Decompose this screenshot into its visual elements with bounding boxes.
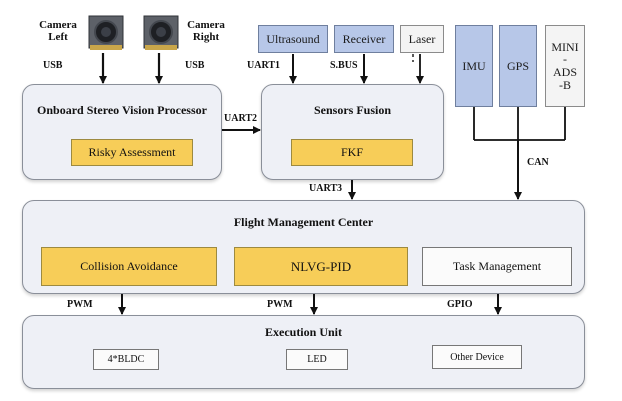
flight-management-panel: Flight Management Center Collision Avoid… bbox=[22, 200, 585, 294]
mini-ads-b-sensor: MINI - ADS -B bbox=[545, 25, 585, 107]
imu-sensor: IMU bbox=[455, 25, 493, 107]
other-device-box: Other Device bbox=[432, 345, 522, 369]
camera-right-module bbox=[143, 12, 179, 52]
usb-right-label: USB bbox=[185, 60, 205, 71]
usb-left-label: USB bbox=[43, 60, 63, 71]
gpio-label: GPIO bbox=[447, 299, 473, 310]
stereo-vision-panel: Onboard Stereo Vision Processor Risky As… bbox=[22, 84, 222, 180]
execution-unit-panel: Execution Unit 4*BLDC LED Other Device bbox=[22, 315, 585, 389]
sensors-fusion-panel: Sensors Fusion FKF bbox=[261, 84, 444, 180]
can-label: CAN bbox=[527, 157, 549, 168]
receiver-sensor: Receiver bbox=[334, 25, 394, 53]
sbus-label: S.BUS bbox=[330, 60, 358, 71]
led-box: LED bbox=[286, 349, 348, 370]
collision-avoidance-box: Collision Avoidance bbox=[41, 247, 217, 286]
task-management-box: Task Management bbox=[422, 247, 572, 286]
sensors-fusion-title: Sensors Fusion bbox=[313, 103, 392, 117]
pwm-left-label: PWM bbox=[67, 299, 93, 310]
camera-left-module bbox=[88, 12, 124, 52]
stereo-vision-title: Onboard Stereo Vision Processor bbox=[37, 103, 207, 117]
fkf-box: FKF bbox=[291, 139, 413, 166]
camera-left-label: Camera Left bbox=[39, 19, 77, 43]
flight-management-title: Flight Management Center bbox=[233, 215, 374, 229]
uart3-label: UART3 bbox=[309, 183, 342, 194]
camera-right-icon bbox=[143, 15, 179, 50]
camera-right-label: Camera Right bbox=[187, 19, 225, 43]
uart1-label: UART1 bbox=[247, 60, 280, 71]
nlvg-pid-box: NLVG-PID bbox=[234, 247, 408, 286]
risky-assessment-box: Risky Assessment bbox=[71, 139, 193, 166]
ultrasound-sensor: Ultrasound bbox=[258, 25, 328, 53]
execution-unit-title: Execution Unit bbox=[264, 325, 342, 339]
laser-sensor: Laser bbox=[400, 25, 444, 53]
bldc-box: 4*BLDC bbox=[93, 349, 159, 370]
gps-sensor: GPS bbox=[499, 25, 537, 107]
uart2-label: UART2 bbox=[224, 113, 257, 124]
pwm-mid-label: PWM bbox=[267, 299, 293, 310]
camera-left-icon bbox=[88, 15, 124, 50]
